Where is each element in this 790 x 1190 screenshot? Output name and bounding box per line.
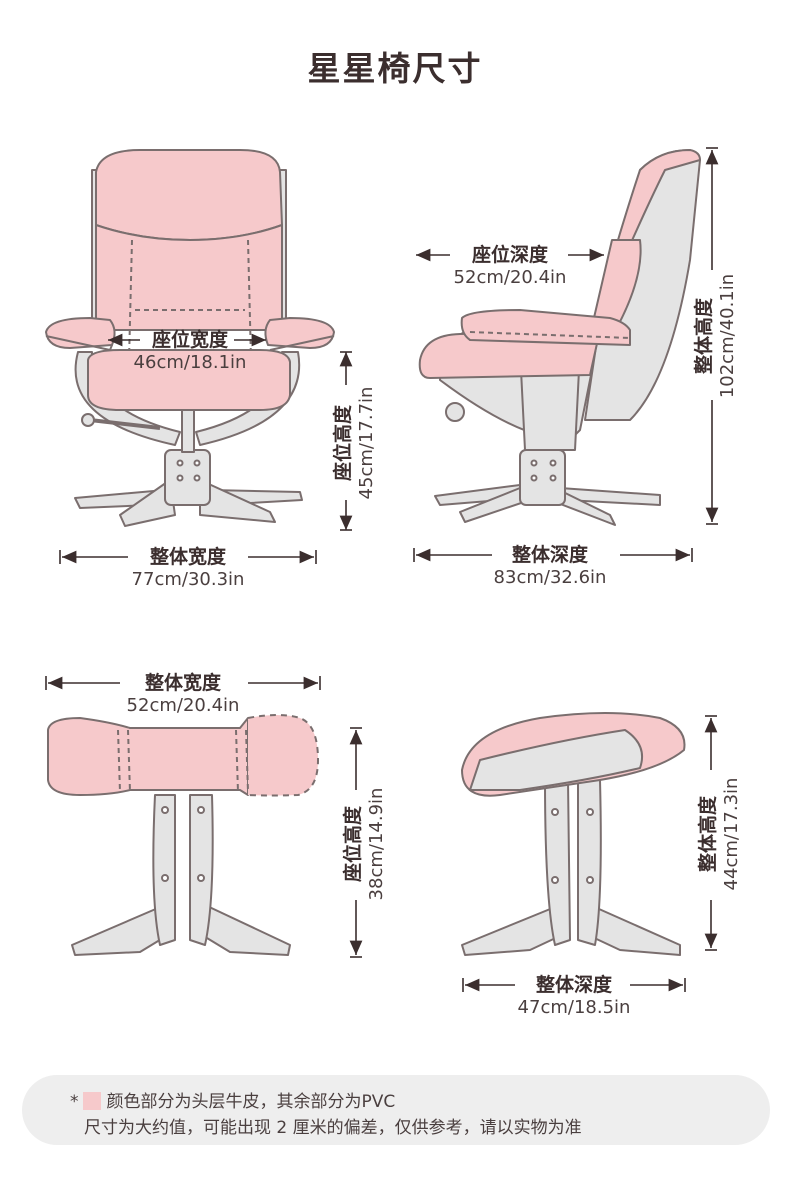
dimension-value: 47cm/18.5in [517,997,631,1018]
dimension-value: 52cm/20.4in [453,267,567,288]
dimension-value: 102cm/40.1in [717,273,738,399]
dimension-lines [45,147,719,992]
dimension-value: 46cm/18.1in [133,352,247,373]
dimension-name: 座位高度 [332,405,354,482]
dimension-name: 座位高度 [342,806,364,883]
dimension-value: 52cm/20.4in [126,695,240,716]
material-note: 颜色部分为头层牛皮，其余部分为PVC [106,1092,396,1112]
dimension-value: 38cm/14.9in [366,787,387,901]
ottoman-overall-height-label: 整体高度 44cm/17.3in [696,774,746,894]
dimension-name: 整体深度 [535,974,612,996]
ottoman-front-view [47,714,319,956]
chair-overall-height-label: 整体高度 102cm/40.1in [692,271,742,401]
dimension-name: 整体高度 [693,298,715,375]
footnote-line-2: 尺寸为大约值，可能出现 2 厘米的偏差，仅供参考，请以实物为准 [84,1118,582,1138]
ottoman-seat-height-label: 座位高度 38cm/14.9in [341,784,391,904]
ottoman-overall-width-label: 整体宽度 52cm/20.4in [113,671,253,717]
dimension-value: 45cm/17.7in [356,386,377,500]
leather-color-swatch [82,1092,101,1110]
dimension-name: 整体高度 [697,796,719,873]
dimension-value: 77cm/30.3in [131,569,245,590]
dimension-value: 83cm/32.6in [493,567,607,588]
ottoman-overall-depth-label: 整体深度 47cm/18.5in [504,973,644,1019]
footnote-line-1: * 颜色部分为头层牛皮，其余部分为PVC [70,1087,395,1112]
dimension-name: 整体深度 [511,544,588,566]
dimension-name: 整体宽度 [144,672,221,694]
chair-seat-width-label: 座位宽度 46cm/18.1in [130,328,250,374]
page-title: 星星椅尺寸 [307,49,483,88]
chair-overall-width-label: 整体宽度 77cm/30.3in [118,545,258,591]
footnote-box: * 颜色部分为头层牛皮，其余部分为PVC 尺寸为大约值，可能出现 2 厘米的偏差，… [22,1075,770,1145]
chair-overall-depth-label: 整体深度 83cm/32.6in [480,543,620,589]
dimension-name: 座位深度 [471,244,548,266]
dimension-name: 整体宽度 [149,546,226,568]
chair-front-view [45,149,335,527]
asterisk: * [70,1092,79,1112]
dimension-value: 44cm/17.3in [721,777,742,891]
chair-seat-height-label: 座位高度 45cm/17.7in [331,383,381,503]
dimension-name: 座位宽度 [151,329,228,351]
chair-side-view [418,149,701,526]
ottoman-side-view [461,712,686,956]
chair-seat-depth-label: 座位深度 52cm/20.4in [440,243,580,289]
